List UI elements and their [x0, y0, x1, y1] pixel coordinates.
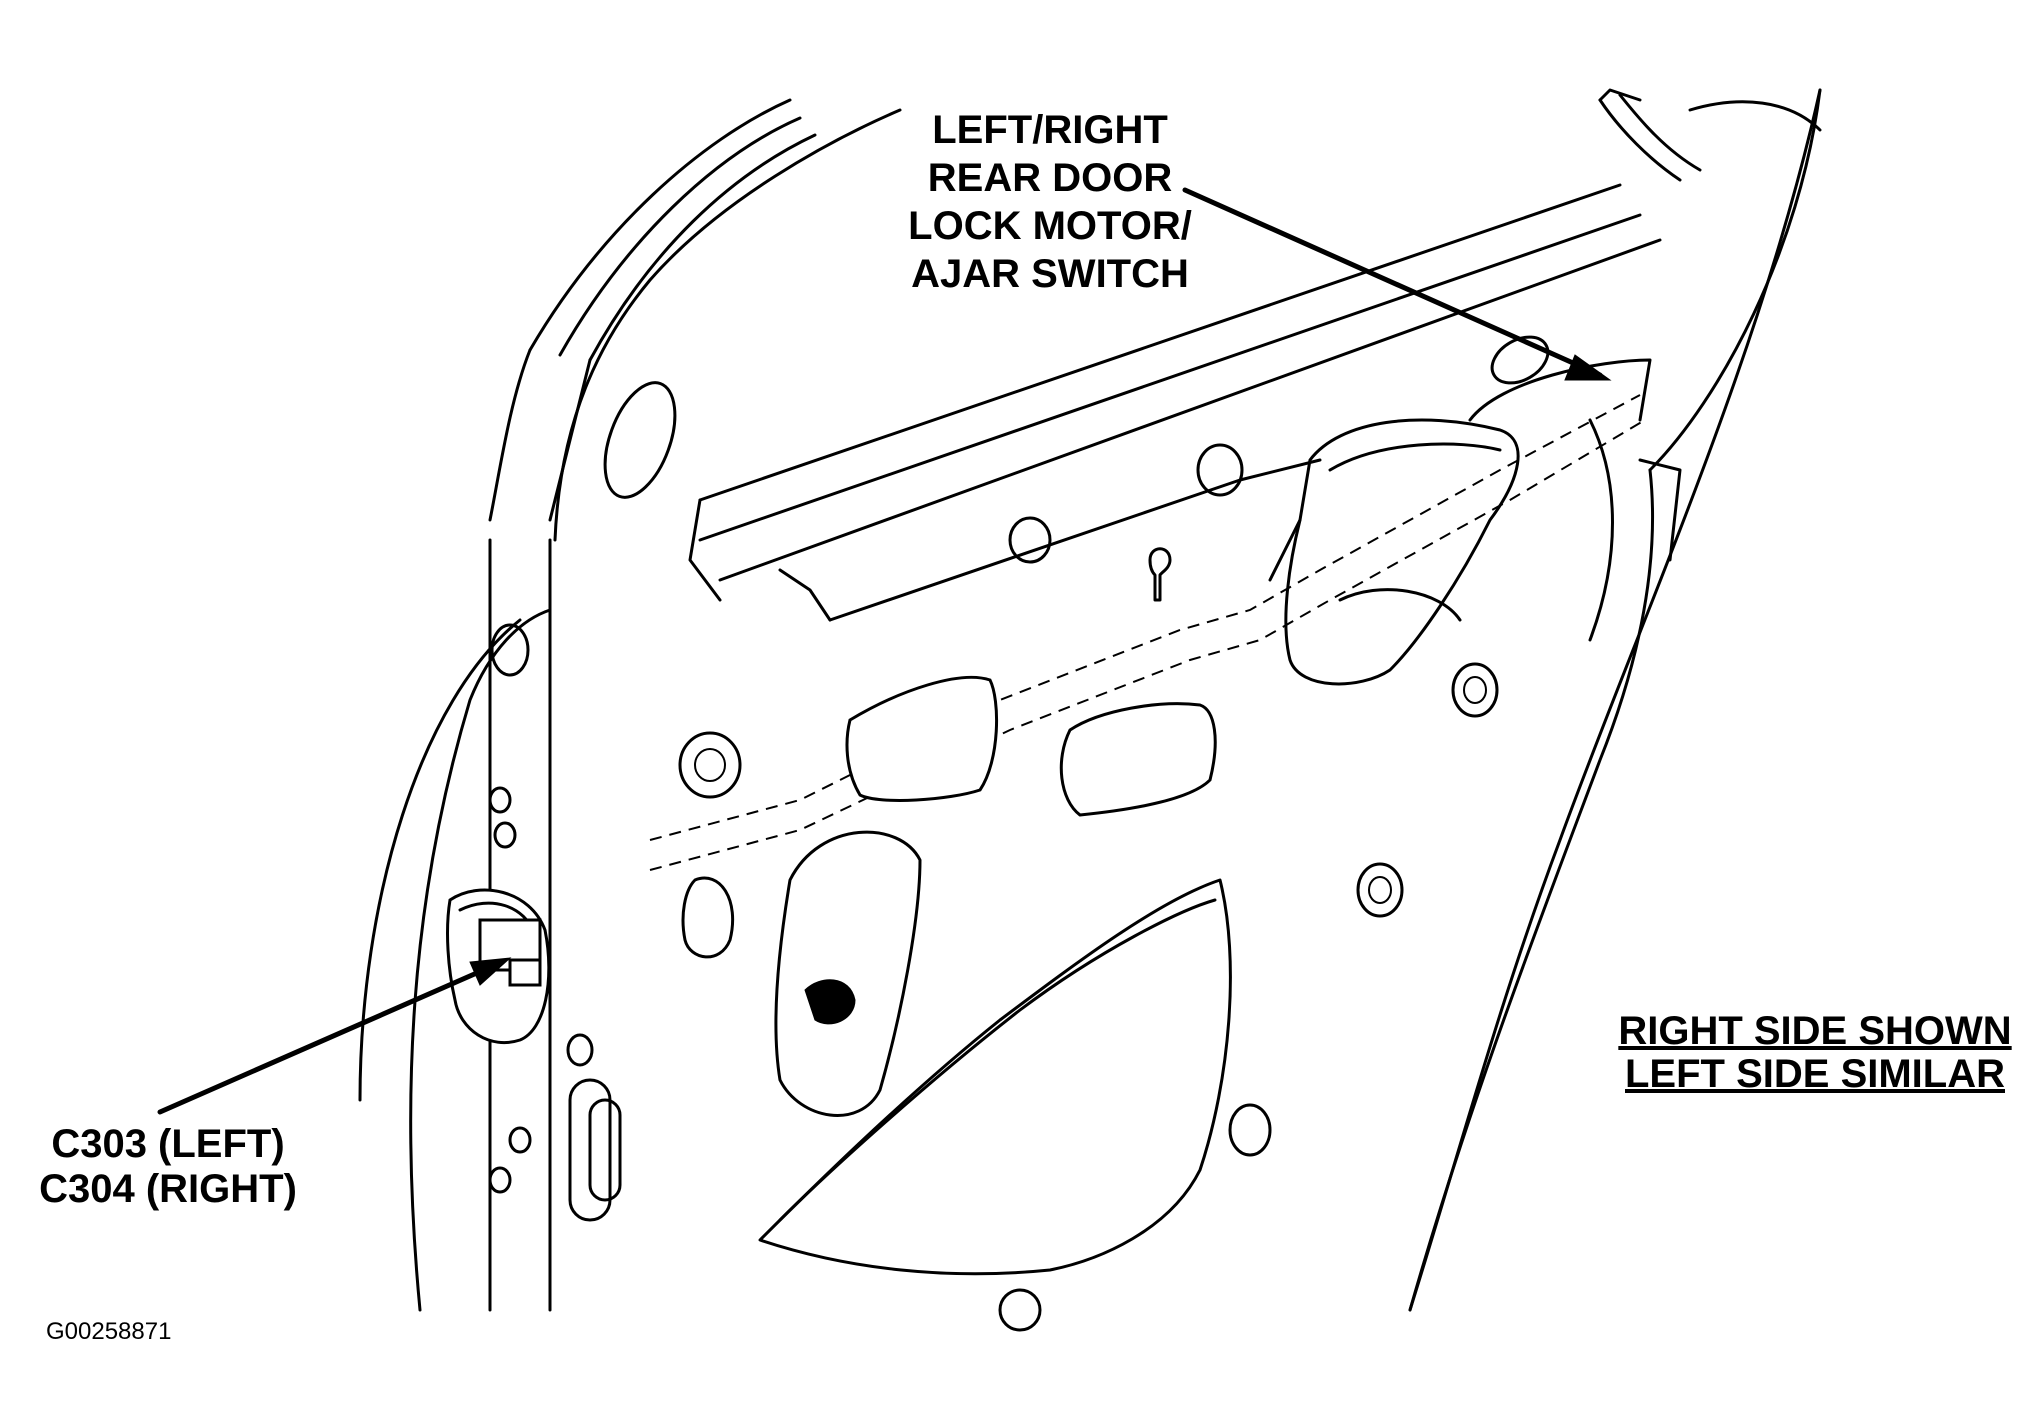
lock-motor-callout: LEFT/RIGHT REAR DOOR LOCK MOTOR/ AJAR SW…: [880, 106, 1220, 298]
callout-line: C304 (RIGHT): [39, 1166, 297, 1211]
hinge-pillar: [358, 608, 622, 1312]
window-frame: [488, 88, 1822, 542]
callout-line: LOCK MOTOR/: [908, 204, 1192, 248]
callout-line: LEFT/RIGHT: [932, 108, 1168, 152]
figure-id: G00258871: [46, 1318, 172, 1345]
side-note-line: LEFT SIDE SIMILAR: [1625, 1052, 2005, 1097]
wiring-routing-dashed: [649, 394, 1646, 871]
leader-arrows: [157, 187, 1612, 1115]
side-note: RIGHT SIDE SHOWN LEFT SIDE SIMILAR: [1605, 1009, 2025, 1097]
inner-panel-openings: [488, 538, 1232, 1312]
side-note-line: RIGHT SIDE SHOWN: [1618, 1009, 2012, 1053]
belt-line-beam: [688, 183, 1662, 622]
callout-line: AJAR SWITCH: [911, 252, 1189, 296]
callout-line: C303 (LEFT): [51, 1122, 285, 1166]
connector-callout: C303 (LEFT) C304 (RIGHT): [28, 1122, 308, 1212]
upper-access-opening: [1268, 335, 1652, 686]
door-outer-shell: [998, 88, 1822, 1332]
callout-line: REAR DOOR: [927, 156, 1173, 200]
